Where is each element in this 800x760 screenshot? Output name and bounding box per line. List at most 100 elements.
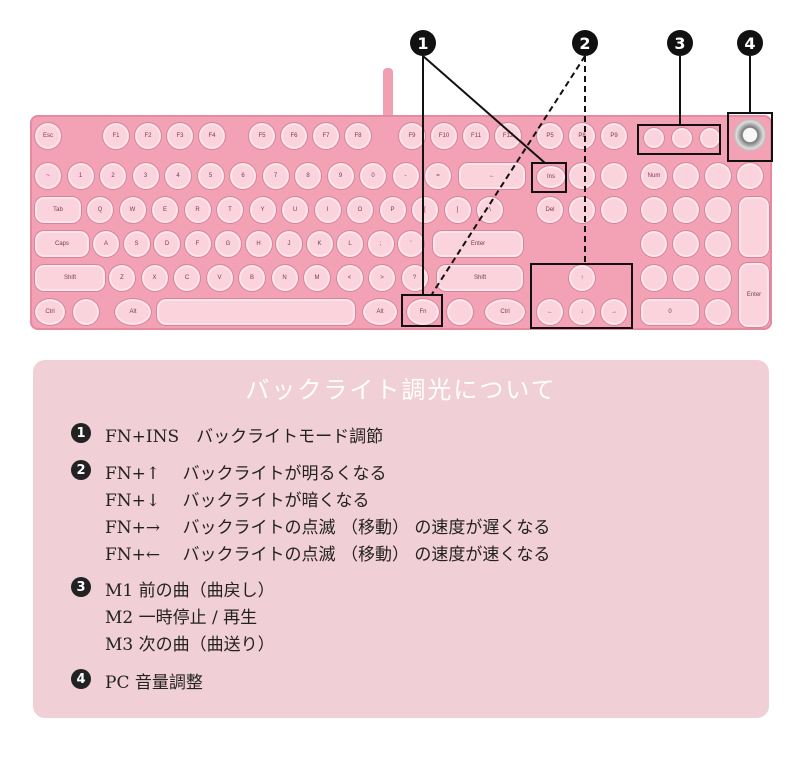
- key-row3-2: D: [153, 230, 181, 258]
- key-num-r4-0: [640, 264, 668, 292]
- key-row4-5: N: [270, 264, 299, 292]
- item-1-line-1: FN+INS バックライトモード調節: [105, 427, 384, 447]
- key-row3-8: L: [336, 230, 364, 258]
- item-2-line-4: FN+← バックライトの点滅 （移動） の速度が速くなる: [105, 545, 551, 565]
- item-3-number: 3: [71, 577, 91, 597]
- key-row4-9: ?: [400, 264, 429, 292]
- key-arrow-right: →: [600, 298, 628, 326]
- key-f5: F5: [248, 122, 276, 150]
- key-fn: Fn: [406, 298, 440, 326]
- key-ctrl-right: Ctrl: [484, 298, 526, 326]
- key-row1-9: 9: [326, 162, 355, 190]
- key-row2-0: Q: [86, 196, 114, 224]
- key-row2-12: \: [476, 196, 504, 224]
- key-shift-right: Shift: [436, 264, 524, 292]
- usb-cable: [383, 68, 393, 118]
- key-num-r3-2: [704, 230, 732, 258]
- key-pgup: [600, 162, 628, 190]
- key-row1-4: 4: [164, 162, 192, 190]
- key-num-div: [672, 162, 700, 190]
- key-row3-4: G: [214, 230, 242, 258]
- key-row1-10: 0: [359, 162, 387, 190]
- ins-key-highlight: [531, 162, 567, 193]
- key-tab: Tab: [34, 196, 82, 224]
- key-num-r3-1: [672, 230, 700, 258]
- key-row3-0: A: [92, 230, 120, 258]
- arrow-keys-highlight: [530, 263, 633, 329]
- key-space: [156, 298, 356, 326]
- key-row2-7: I: [313, 196, 342, 224]
- key-num-zero: 0: [640, 298, 700, 326]
- key-row4-0: Z: [108, 264, 136, 292]
- key-num-enter: Enter: [738, 262, 770, 328]
- item-1-number: 1: [71, 423, 91, 443]
- key-row1-2: 2: [99, 162, 127, 190]
- callout-2: 2: [572, 30, 598, 56]
- key-num-r2-2: [704, 196, 732, 224]
- key-num-r2-1: [672, 196, 700, 224]
- key-f12: F12: [494, 122, 522, 150]
- key-alt-left: Alt: [114, 298, 152, 326]
- fn-key-highlight: [401, 294, 443, 327]
- key-row2-3: R: [183, 196, 212, 224]
- item-4-number: 4: [71, 669, 91, 689]
- key-row3-6: J: [275, 230, 303, 258]
- key-row3-5: H: [244, 230, 273, 258]
- key-row2-11: ]: [443, 196, 472, 224]
- item-2-line-2: FN+↓ バックライトが暗くなる: [105, 491, 370, 511]
- key-row1-6: 6: [229, 162, 257, 190]
- key-pgdn: [600, 196, 628, 224]
- volume-knob-icon: [734, 119, 766, 151]
- key-alt-right: Alt: [362, 298, 398, 326]
- key-num-dot: [704, 298, 732, 326]
- key-enter: Enter: [432, 230, 524, 258]
- key-num-r2-0: [640, 196, 668, 224]
- key-p9: P9: [600, 122, 628, 150]
- key-f3: F3: [166, 122, 194, 150]
- key-row1-8: 8: [294, 162, 322, 190]
- key-row1-5: 5: [196, 162, 225, 190]
- key-f11: F11: [462, 122, 490, 150]
- key-f4: F4: [198, 122, 226, 150]
- key-shift-left: Shift: [34, 264, 106, 292]
- key-end: [568, 196, 596, 224]
- key-caps: Caps: [34, 230, 90, 258]
- item-3-line-3: M3 次の曲（曲送り）: [105, 635, 275, 655]
- key-f8: F8: [344, 122, 372, 150]
- key-row4-8: >: [368, 264, 396, 292]
- key-row2-9: P: [378, 196, 407, 224]
- key-row3-3: F: [183, 230, 212, 258]
- key-row2-4: T: [216, 196, 244, 224]
- key-win: [72, 298, 100, 326]
- key-row1-3: 3: [131, 162, 160, 190]
- key-f1: F1: [102, 122, 130, 150]
- key-del: Del: [536, 196, 564, 224]
- item-2-line-1: FN+↑ バックライトが明るくなる: [105, 464, 387, 484]
- item-3-line-2: M2 一時停止 / 再生: [105, 608, 258, 628]
- key-ctrl-left: Ctrl: [34, 298, 66, 326]
- callout-1: 1: [410, 30, 436, 56]
- item-2-line-3: FN+→ バックライトの点滅 （移動） の速度が遅くなる: [105, 518, 551, 538]
- key-p8: P8: [568, 122, 596, 150]
- key-home: [568, 162, 596, 190]
- key-row3-1: S: [122, 230, 151, 258]
- key-row1-12: =: [424, 162, 452, 190]
- item-3-line-1: M1 前の曲（曲戻し）: [105, 581, 275, 601]
- key-menu: [446, 298, 474, 326]
- key-num-r4-1: [672, 264, 700, 292]
- key-backspace: ←: [458, 162, 526, 190]
- key-row4-6: M: [303, 264, 331, 292]
- key-arrow-left: ←: [536, 298, 564, 326]
- key-row1-0: ~: [34, 162, 62, 190]
- key-num-r3-0: [640, 230, 668, 258]
- media-key-m2: [671, 127, 693, 149]
- key-num-mul: [704, 162, 732, 190]
- key-p5: P5: [536, 122, 564, 150]
- key-row2-1: W: [118, 196, 147, 224]
- key-row3-10: ': [397, 230, 425, 258]
- key-f10: F10: [430, 122, 458, 150]
- key-f2: F2: [134, 122, 162, 150]
- key-row2-6: U: [281, 196, 309, 224]
- key-num-sub: [736, 162, 764, 190]
